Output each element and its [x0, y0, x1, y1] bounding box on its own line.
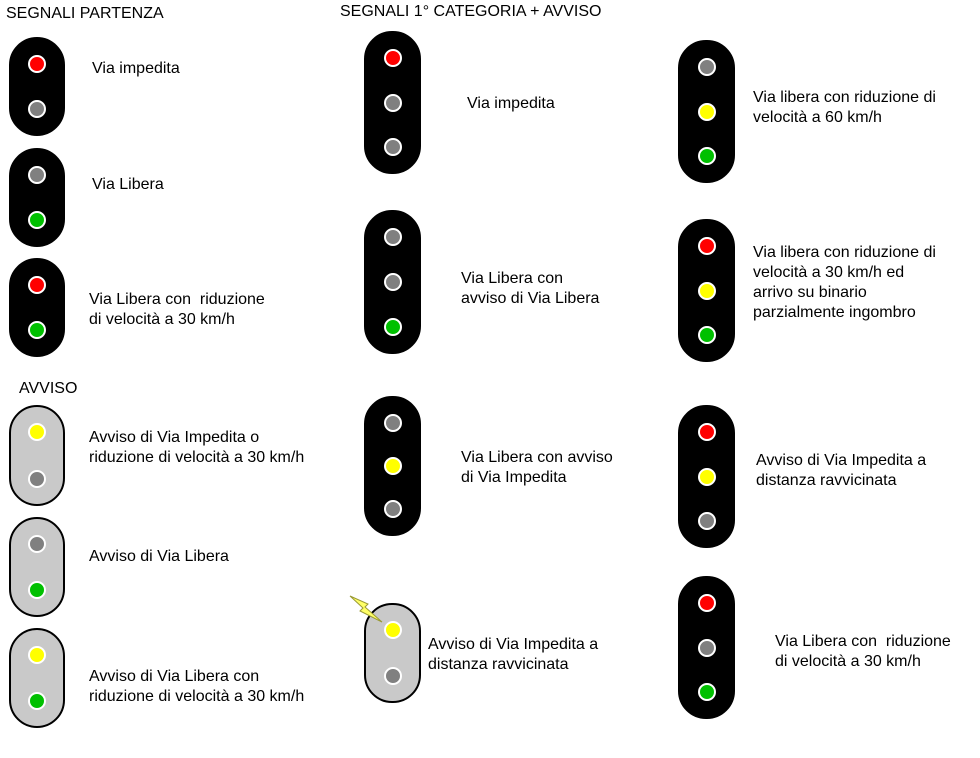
lamp-off — [383, 93, 402, 112]
label-line: arrivo su binario — [753, 284, 867, 301]
label-line: distanza ravvicinata — [756, 472, 897, 489]
signal-avviso-riduzione-30 — [9, 628, 65, 728]
signal-avviso-via-libera — [9, 517, 65, 617]
label-partenza-via-libera: Via Libera — [92, 175, 164, 195]
label-line: Via Libera con riduzione — [775, 633, 951, 650]
label-riduzione-30-binario-ingombro: Via libera con riduzione di velocità a 30… — [753, 243, 936, 323]
lamp-off — [28, 535, 46, 553]
signal-partenza-via-impedita — [9, 37, 65, 136]
lamp-yellow — [697, 102, 716, 121]
signal-categoria-avviso-via-impedita — [364, 396, 421, 536]
lamp-green — [383, 318, 402, 336]
label-line: Via impedita — [92, 60, 180, 77]
label-line: Via Libera con — [461, 270, 563, 287]
lamp-red — [28, 55, 46, 73]
lamp-green — [697, 147, 716, 165]
label-partenza-via-impedita: Via impedita — [92, 59, 180, 79]
label-categoria-via-impedita: Via impedita — [467, 94, 555, 114]
lamp-red — [28, 276, 46, 294]
label-avviso-via-libera: Avviso di Via Libera — [89, 547, 229, 567]
label-line: Avviso di Via Libera — [89, 548, 229, 565]
lamp-yellow — [383, 457, 402, 475]
lamp-off — [383, 500, 402, 518]
signal-riduzione-60 — [678, 40, 735, 183]
heading-segnali-categoria: SEGNALI 1° CATEGORIA + AVVISO — [340, 3, 602, 20]
lamp-yellow — [383, 621, 402, 639]
signal-partenza-riduzione-30 — [9, 258, 65, 357]
label-line: avviso di Via Libera — [461, 290, 600, 307]
label-partenza-riduzione-30: Via Libera con riduzione di velocità a 30… — [89, 290, 265, 330]
flashing-lightning-icon — [349, 595, 383, 623]
signal-riduzione-30-binario-ingombro — [678, 219, 735, 362]
lamp-red — [383, 49, 402, 67]
label-categoria-avviso-via-libera: Via Libera con avviso di Via Libera — [461, 269, 599, 309]
label-avviso-riduzione-30: Avviso di Via Libera con riduzione di vel… — [89, 667, 304, 707]
signal-categoria-avviso-via-libera — [364, 210, 421, 354]
label-categoria-avviso-via-impedita: Via Libera con avviso di Via Impedita — [461, 448, 613, 488]
label-line: parzialmente ingombro — [753, 304, 916, 321]
lamp-green — [697, 683, 716, 701]
label-line: di velocità a 30 km/h — [775, 653, 921, 670]
label-line: Via libera con riduzione di — [753, 244, 936, 261]
lamp-yellow — [697, 281, 716, 300]
lamp-off — [383, 228, 402, 246]
signal-avviso-via-impedita — [9, 405, 65, 506]
signal-via-libera-riduzione-30 — [678, 576, 735, 719]
lamp-green — [28, 692, 46, 710]
lamp-off — [28, 470, 46, 488]
lamp-off — [383, 667, 402, 685]
signal-avviso-ravvicinata — [678, 405, 735, 548]
lamp-yellow — [28, 423, 46, 441]
label-avviso-ravvicinata: Avviso di Via Impedita a distanza ravvici… — [756, 451, 926, 491]
signal-partenza-via-libera — [9, 148, 65, 247]
label-via-libera-riduzione-30: Via Libera con riduzione di velocità a 30… — [775, 632, 951, 672]
label-line: riduzione di velocità a 30 km/h — [89, 688, 305, 705]
lamp-off — [383, 138, 402, 156]
lamp-red — [697, 594, 716, 612]
lamp-off — [383, 273, 402, 291]
lamp-yellow — [697, 467, 716, 486]
lamp-green — [28, 211, 46, 229]
lamp-green — [697, 326, 716, 344]
label-line: distanza ravvicinata — [428, 656, 569, 673]
label-line: Via libera con riduzione di — [753, 89, 936, 106]
signal-categoria-via-impedita — [364, 31, 421, 174]
label-line: di velocità a 30 km/h — [89, 311, 235, 328]
label-line: Avviso di Via Impedita o — [89, 429, 260, 446]
label-line: di Via Impedita — [461, 469, 567, 486]
label-line: Avviso di Via Impedita a — [428, 636, 599, 653]
label-line: velocità a 60 km/h — [753, 109, 882, 126]
heading-segnali-partenza: SEGNALI PARTENZA — [6, 5, 164, 22]
label-categoria-avviso-ravvicinata: Avviso di Via Impedita a distanza ravvici… — [428, 635, 598, 675]
lamp-red — [697, 237, 716, 255]
label-line: Via Libera — [92, 176, 164, 193]
lamp-off — [383, 414, 402, 432]
lamp-green — [28, 581, 46, 599]
lamp-red — [697, 423, 716, 441]
lamp-off — [28, 166, 46, 184]
label-line: Via impedita — [467, 95, 555, 112]
lamp-yellow — [28, 646, 46, 664]
lamp-off — [697, 638, 716, 657]
label-line: Avviso di Via Impedita a — [756, 452, 927, 469]
lamp-off — [697, 58, 716, 76]
label-line: riduzione di velocità a 30 km/h — [89, 449, 305, 466]
lamp-off — [697, 512, 716, 530]
label-line: velocità a 30 km/h ed — [753, 264, 905, 281]
label-avviso-via-impedita: Avviso di Via Impedita o riduzione di vel… — [89, 428, 304, 468]
label-line: Avviso di Via Libera con — [89, 668, 260, 685]
label-riduzione-60: Via libera con riduzione di velocità a 60… — [753, 88, 936, 128]
signal-categoria-avviso-ravvicinata — [364, 603, 421, 703]
label-line: Via Libera con avviso — [461, 449, 613, 466]
heading-avviso: AVVISO — [19, 380, 78, 397]
label-line: Via Libera con riduzione — [89, 291, 265, 308]
lamp-green — [28, 321, 46, 339]
lamp-off — [28, 100, 46, 118]
